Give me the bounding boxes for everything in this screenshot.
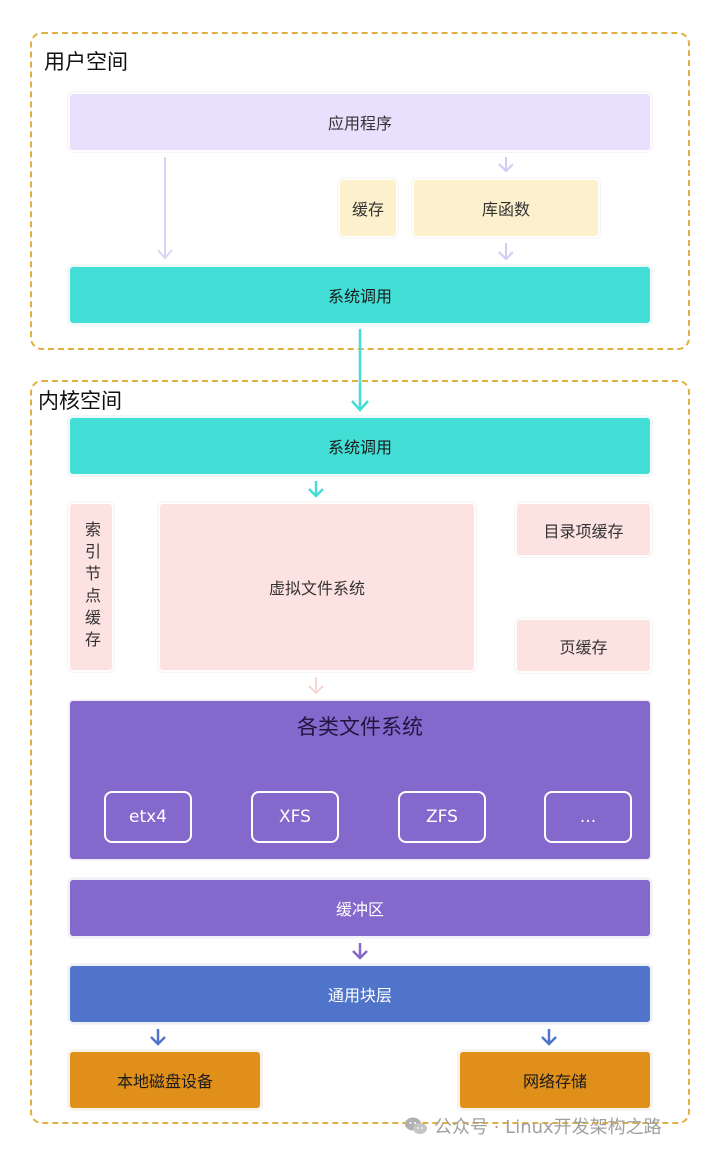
page-cache-box: 页缓存 <box>515 618 652 673</box>
block-layer-box: 通用块层 <box>68 964 652 1024</box>
inode-cache-box: 索引节点缓存 <box>68 502 114 672</box>
local-disk-box: 本地磁盘设备 <box>68 1050 262 1110</box>
arrow-vfs-to-filesystems <box>308 677 324 695</box>
arrow-app-to-library <box>498 157 514 173</box>
user-syscall-box: 系统调用 <box>68 265 652 325</box>
wechat-icon <box>405 1117 427 1134</box>
fs-item-more: ... <box>544 791 632 843</box>
arrow-block-to-local-disk <box>150 1029 166 1046</box>
fs-item-ext4: etx4 <box>104 791 192 843</box>
arrow-syscall-to-vfs <box>308 481 324 498</box>
application-box: 应用程序 <box>68 92 652 152</box>
fs-item-xfs: XFS <box>251 791 339 843</box>
filesystems-title: 各类文件系统 <box>297 715 423 739</box>
arrow-app-to-syscall <box>157 157 173 260</box>
library-box: 库函数 <box>412 178 600 238</box>
inode-cache-label: 索引节点缓存 <box>82 521 101 653</box>
arrow-buffer-to-block <box>352 943 368 960</box>
arrow-library-to-syscall <box>498 243 514 261</box>
cache-box: 缓存 <box>338 178 398 238</box>
user-space-title: 用户空间 <box>40 49 132 75</box>
dentry-cache-box: 目录项缓存 <box>515 502 652 557</box>
vfs-box: 虚拟文件系统 <box>158 502 476 672</box>
arrow-user-syscall-to-kernel <box>351 329 369 412</box>
watermark: 公众号 · Linux开发架构之路 <box>404 1113 662 1139</box>
filesystems-box: 各类文件系统 etx4 XFS ZFS ... <box>68 699 652 861</box>
kernel-space-title: 内核空间 <box>34 388 126 414</box>
kernel-syscall-box: 系统调用 <box>68 416 652 476</box>
watermark-text: 公众号 · Linux开发架构之路 <box>434 1117 662 1138</box>
fs-item-zfs: ZFS <box>398 791 486 843</box>
network-storage-box: 网络存储 <box>458 1050 652 1110</box>
arrow-block-to-network <box>541 1029 557 1046</box>
buffer-box: 缓冲区 <box>68 878 652 938</box>
